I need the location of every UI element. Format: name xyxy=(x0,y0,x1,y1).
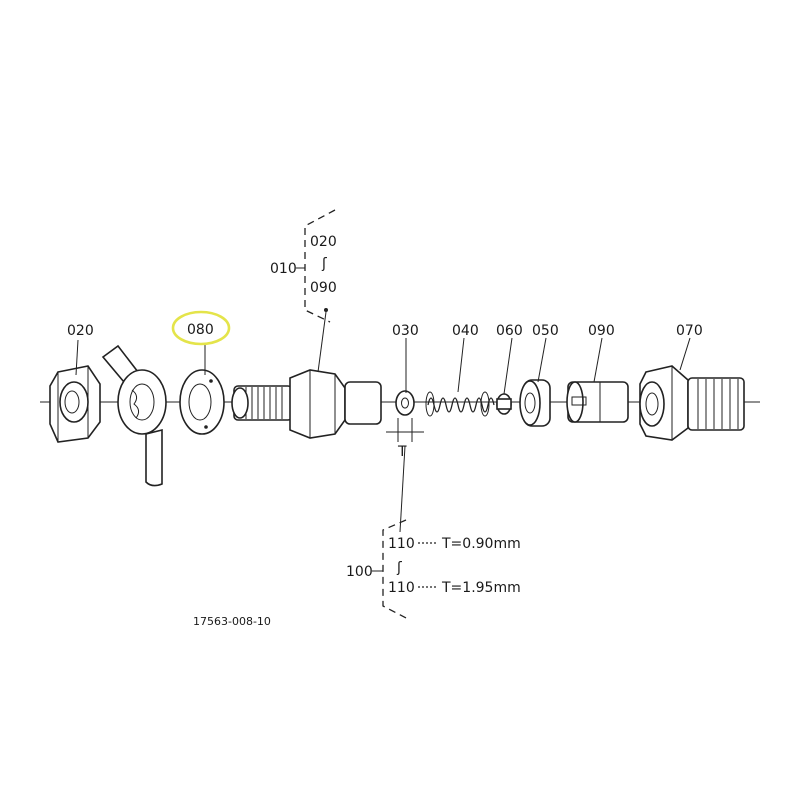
part-delivery-valve-holder[interactable] xyxy=(231,369,382,439)
thickness-marker xyxy=(386,418,424,442)
part-hex-nut-left[interactable] xyxy=(49,365,101,443)
leader-lines xyxy=(75,308,691,533)
spec-thickness-start: T=0.90mm xyxy=(441,536,521,552)
group-100-range-end: 110 xyxy=(388,580,415,596)
part-delivery-valve-090[interactable] xyxy=(566,381,629,423)
group-010-range-end: 090 xyxy=(310,280,337,296)
callout-060: 060 xyxy=(496,323,523,339)
group-010-range-symbol: ʃ xyxy=(321,256,327,272)
part-spring-040[interactable] xyxy=(425,391,495,417)
thickness-symbol: T xyxy=(397,444,407,460)
callout-080[interactable]: 080 xyxy=(187,322,214,338)
spec-thickness-end: T=1.95mm xyxy=(441,580,521,596)
callout-090: 090 xyxy=(588,323,615,339)
callout-070: 070 xyxy=(676,323,703,339)
callout-040: 040 xyxy=(452,323,479,339)
drawing-number: 17563-008-10 xyxy=(193,615,271,628)
group-100-range-symbol: ʃ xyxy=(396,560,402,576)
part-fitting-nut-070[interactable] xyxy=(639,365,745,441)
callout-highlight-ring xyxy=(171,310,231,346)
group-010-label: 010 xyxy=(270,261,297,277)
callout-020-left: 020 xyxy=(67,323,94,339)
group-100-label: 100 xyxy=(346,564,373,580)
group-010-bracket xyxy=(296,209,336,323)
group-100-range-start: 110 xyxy=(388,536,415,552)
group-100-bracket xyxy=(372,519,411,621)
part-valve-050[interactable] xyxy=(519,379,551,427)
group-010-range-start: 020 xyxy=(310,234,337,250)
part-shim-washer-030[interactable] xyxy=(395,390,415,416)
callout-050: 050 xyxy=(532,323,559,339)
part-stopper-060[interactable] xyxy=(496,393,512,415)
part-washer-080[interactable] xyxy=(179,369,225,435)
callout-030: 030 xyxy=(392,323,419,339)
part-banjo-fitting[interactable] xyxy=(101,344,167,487)
